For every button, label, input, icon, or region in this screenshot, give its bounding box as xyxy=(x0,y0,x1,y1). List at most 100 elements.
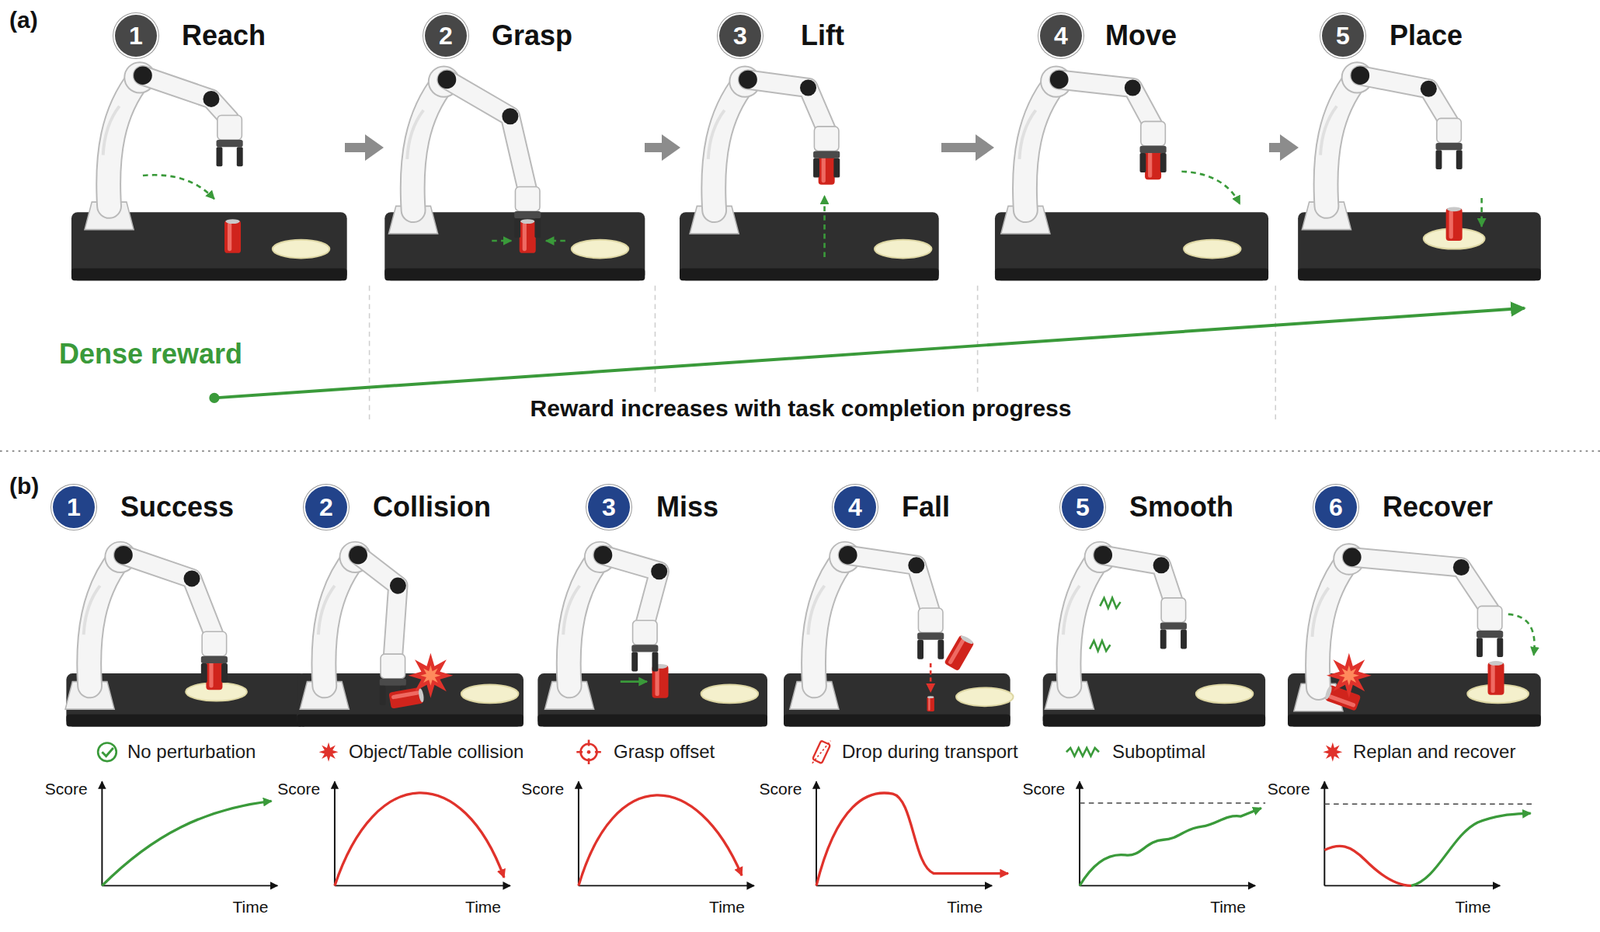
jitter-mark xyxy=(1099,598,1120,609)
gripper xyxy=(514,186,541,238)
burst xyxy=(319,742,339,762)
burst xyxy=(408,653,454,699)
joint-cap xyxy=(114,546,133,565)
score-curve xyxy=(1324,845,1412,886)
joint-cap xyxy=(594,546,613,565)
table-edge xyxy=(1287,714,1541,727)
robot-link xyxy=(123,555,215,637)
plate xyxy=(272,240,331,259)
joint-cap xyxy=(183,570,200,587)
burst xyxy=(1326,653,1372,699)
step-caption: Object/Table collision xyxy=(348,740,524,764)
robot-link xyxy=(1102,555,1174,602)
motion-arrow xyxy=(1508,614,1535,656)
can xyxy=(1488,660,1505,696)
joint-cap xyxy=(438,70,457,90)
score-curve xyxy=(578,795,742,886)
drop-icon xyxy=(812,740,832,764)
gripper xyxy=(216,114,244,167)
step-title: Smooth xyxy=(1129,490,1234,525)
joint-cap xyxy=(501,107,519,125)
joint-cap xyxy=(800,79,817,96)
crosshair-icon xyxy=(587,750,592,755)
can xyxy=(1446,206,1463,241)
step-title: Collision xyxy=(372,490,491,525)
robot-link xyxy=(358,555,398,659)
plate xyxy=(571,240,630,259)
axis xyxy=(577,781,580,886)
step-number: 3 xyxy=(719,14,762,57)
score-chart xyxy=(816,781,1009,886)
score-curve xyxy=(101,800,272,886)
table-edge xyxy=(537,714,768,727)
stage-divider xyxy=(1274,285,1277,421)
step-number: 3 xyxy=(587,486,630,529)
flow-arrow xyxy=(941,142,976,153)
step-panel: 3 MissGrasp offset xyxy=(582,486,777,769)
stage-divider xyxy=(368,285,371,421)
axis xyxy=(815,781,818,886)
gripper xyxy=(813,126,840,178)
recover-icon xyxy=(1322,742,1343,762)
crosshair-icon xyxy=(576,740,602,766)
drop-icon-can xyxy=(812,740,831,764)
step-title: Lift xyxy=(800,18,845,53)
step-caption: Suboptimal xyxy=(1112,740,1206,764)
collision-burst xyxy=(420,665,441,686)
step-panel: 5Place xyxy=(1301,13,1546,282)
falling-can xyxy=(943,633,975,672)
step-title: Miss xyxy=(656,490,719,525)
burst xyxy=(420,665,441,686)
plate xyxy=(956,688,1014,707)
robot-arm xyxy=(789,542,944,710)
joint-cap xyxy=(650,563,668,580)
step-title: Reach xyxy=(181,18,266,53)
robot-link xyxy=(358,555,398,659)
gripper xyxy=(1476,605,1503,658)
jitter-mark xyxy=(1089,640,1110,651)
can xyxy=(388,686,425,709)
reward-start-dot xyxy=(208,393,220,404)
score-curve xyxy=(334,793,505,887)
joint-cap xyxy=(1124,79,1141,96)
score-curve xyxy=(1079,808,1262,887)
panel-tag: (b) xyxy=(9,472,39,501)
reward-note: Reward increases with task completion pr… xyxy=(524,394,1079,423)
flow-arrow xyxy=(644,142,662,153)
robot-arm xyxy=(389,66,542,238)
axis-label: Score xyxy=(521,779,564,799)
robot-link xyxy=(1352,556,1490,610)
step-caption: Grasp offset xyxy=(613,740,715,764)
robot-link xyxy=(1360,75,1449,122)
optimal-line xyxy=(1324,803,1534,805)
dropped-can xyxy=(926,695,934,712)
offset-arrow xyxy=(620,680,647,683)
score-curve xyxy=(1411,813,1531,886)
table-edge xyxy=(1297,268,1541,282)
robot-link xyxy=(848,555,931,613)
robot-arm xyxy=(1293,543,1503,711)
flow-connector xyxy=(1269,147,1280,149)
can xyxy=(943,633,975,672)
can xyxy=(519,219,536,254)
robot-base xyxy=(1293,543,1365,711)
crosshair-icon xyxy=(580,744,598,761)
joint-cap xyxy=(1420,80,1437,98)
axis-label: Score xyxy=(758,779,802,799)
gripper xyxy=(1160,598,1187,650)
axis xyxy=(1079,884,1256,887)
plate xyxy=(1196,685,1254,704)
axis xyxy=(100,781,103,886)
toppled-can xyxy=(1323,684,1361,712)
motion-arrow xyxy=(1480,198,1483,227)
step-panel: 6RecoverReplan and recover xyxy=(1284,486,1562,769)
joint-cap xyxy=(838,546,858,565)
robot-link xyxy=(446,79,528,191)
plate xyxy=(1183,240,1242,259)
collision-burst xyxy=(408,653,454,699)
axis-label: Time xyxy=(946,897,983,917)
score-chart xyxy=(334,781,511,886)
axis xyxy=(1323,781,1326,886)
optimal-line xyxy=(1079,802,1266,804)
